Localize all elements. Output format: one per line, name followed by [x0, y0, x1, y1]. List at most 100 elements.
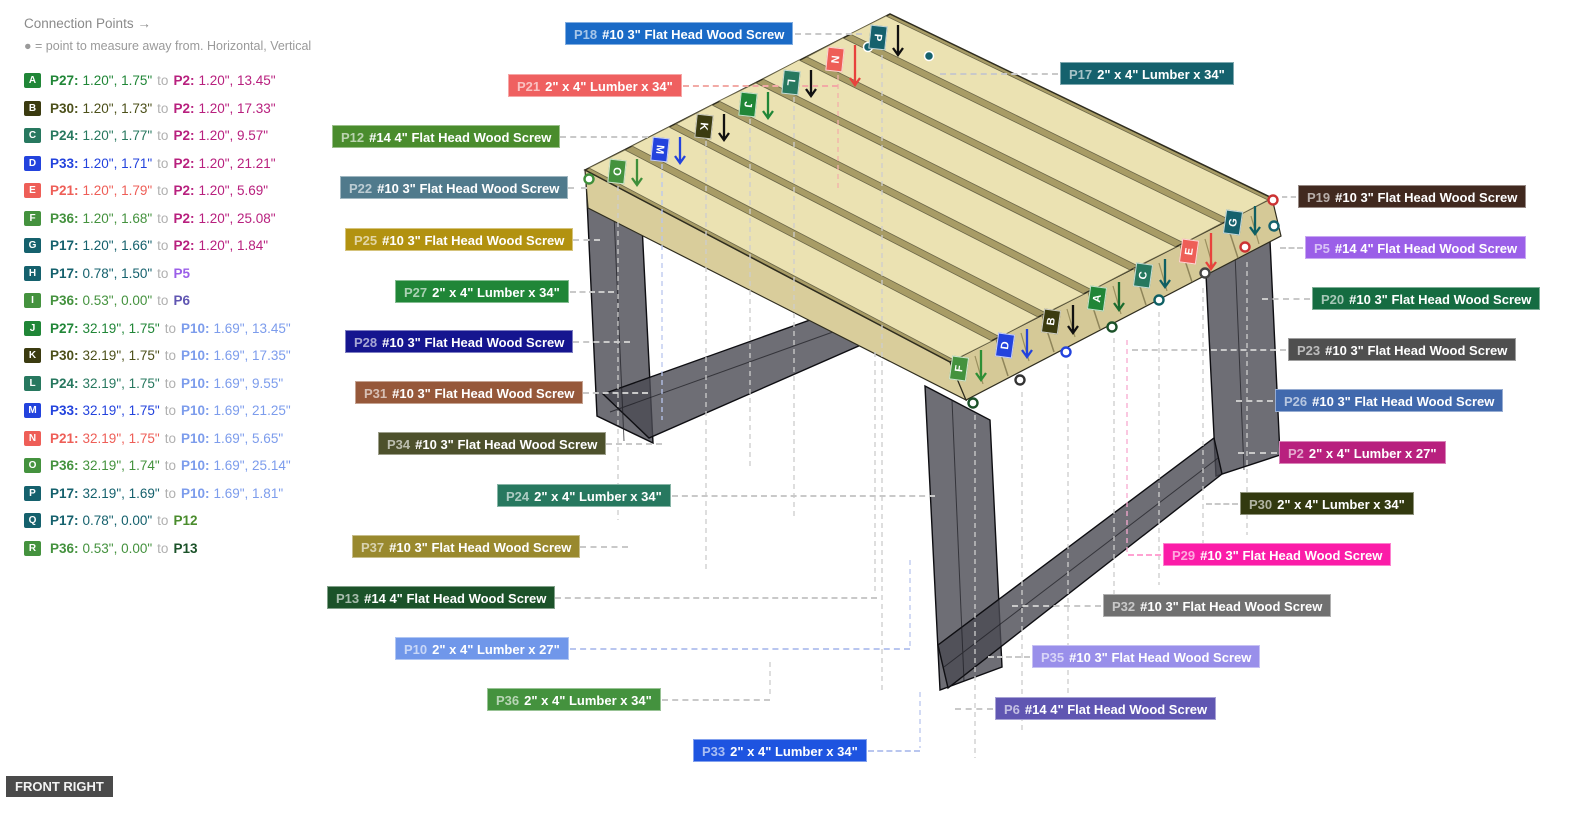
callout-part-id: P34	[387, 437, 411, 452]
callout-connector-P24	[672, 495, 935, 497]
legend-coords-a: 1.20", 1.68"	[82, 210, 153, 226]
legend-part-b: P2:	[173, 128, 195, 144]
callout-label-P34[interactable]: P34#10 3" Flat Head Wood Screw	[378, 432, 607, 455]
callout-connector-P27	[570, 291, 614, 293]
callout-label-P25[interactable]: P25#10 3" Flat Head Wood Screw	[345, 228, 574, 251]
legend-letter-badge: J	[24, 320, 41, 336]
callout-label-P18[interactable]: P18#10 3" Flat Head Wood Screw	[565, 22, 794, 45]
model-connection-badge-J: J	[738, 91, 758, 118]
measure-dot	[1239, 241, 1251, 253]
callout-label-P12[interactable]: P12#14 4" Flat Head Wood Screw	[332, 125, 561, 148]
legend-coords-a: 32.19", 1.75"	[82, 430, 160, 446]
model-connection-badge-D: D	[994, 332, 1016, 359]
callout-label-P37[interactable]: P37#10 3" Flat Head Wood Screw	[352, 535, 581, 558]
callout-label-P35[interactable]: P35#10 3" Flat Head Wood Screw	[1032, 645, 1261, 668]
legend-to-text: to	[157, 293, 169, 309]
legend-coords-b: 1.69", 1.81"	[213, 485, 284, 501]
callout-part-description: #10 3" Flat Head Wood Screw	[392, 386, 575, 401]
callout-part-description: #10 3" Flat Head Wood Screw	[602, 27, 785, 42]
callout-label-P26[interactable]: P26#10 3" Flat Head Wood Screw	[1275, 389, 1504, 412]
model-connection-badge-O: O	[607, 158, 627, 185]
legend-part-b: P10:	[180, 430, 210, 446]
callout-part-id: P32	[1112, 599, 1136, 614]
callout-connector-P32	[1012, 605, 1101, 607]
callout-label-P5[interactable]: P5#14 4" Flat Head Wood Screw	[1305, 236, 1527, 259]
model-connection-badge-E: E	[1178, 238, 1200, 265]
callout-part-id: P2	[1288, 446, 1304, 461]
board-p36	[588, 149, 993, 361]
callout-part-id: P10	[404, 642, 428, 657]
callout-label-P22[interactable]: P22 #10 3" Flat Head Wood Screw	[340, 176, 569, 199]
callout-label-P23[interactable]: P23 #10 3" Flat Head Wood Screw	[1288, 338, 1517, 361]
callout-label-P19[interactable]: P19#10 3" Flat Head Wood Screw	[1298, 185, 1527, 208]
legend-coords-b: 1.20", 21.21"	[198, 155, 276, 171]
legend-coords-b: 1.20", 17.33"	[198, 100, 276, 116]
callout-label-P20[interactable]: P20#10 3" Flat Head Wood Screw	[1312, 287, 1541, 310]
legend-letter-badge: I	[24, 293, 41, 309]
callout-part-id: P33	[702, 744, 726, 759]
legend-coords-b: 1.20", 9.57"	[198, 128, 269, 144]
callout-label-P6[interactable]: P6#14 4" Flat Head Wood Screw	[995, 697, 1217, 720]
callout-part-description: #10 3" Flat Head Wood Screw	[382, 233, 565, 248]
callout-label-P28[interactable]: P28#10 3" Flat Head Wood Screw	[345, 330, 574, 353]
callout-label-P13[interactable]: P13#14 4" Flat Head Wood Screw	[327, 586, 556, 609]
callout-connector-P25	[573, 239, 600, 241]
legend-coords-a: 1.20", 1.71"	[82, 155, 153, 171]
model-connection-badge-P: P	[868, 24, 888, 51]
board-p27	[718, 82, 1131, 291]
legend-part-a: P36:	[50, 458, 79, 474]
legend-part-b: P10:	[180, 485, 210, 501]
legend-part-a: P17:	[50, 238, 79, 254]
legend-letter-badge: G	[24, 238, 41, 254]
callout-part-id: P23	[1297, 343, 1321, 358]
callout-label-P29[interactable]: P29#10 3" Flat Head Wood Screw	[1163, 543, 1392, 566]
callout-part-id: P12	[341, 130, 365, 145]
callout-part-description: #10 3" Flat Head Wood Screw	[1325, 343, 1508, 358]
model-connection-badge-K: K	[694, 113, 714, 140]
legend-to-text: to	[164, 403, 176, 419]
callout-connector-P35	[988, 656, 1030, 658]
callout-part-id: P27	[404, 285, 428, 300]
callout-part-description: #10 3" Flat Head Wood Screw	[1312, 394, 1495, 409]
callout-part-description: #10 3" Flat Head Wood Screw	[377, 181, 560, 196]
guide-lines	[617, 55, 1248, 758]
callout-part-id: P22	[349, 181, 373, 196]
measure-dot	[967, 397, 979, 409]
legend-part-b: P2:	[173, 238, 195, 254]
legend-letter-badge: Q	[24, 513, 41, 529]
callout-label-P31[interactable]: P31#10 3" Flat Head Wood Screw	[355, 381, 584, 404]
callout-label-P32[interactable]: P32#10 3" Flat Head Wood Screw	[1103, 594, 1332, 617]
legend-coords-b: 1.69", 9.55"	[213, 375, 284, 391]
legend-coords-a: 0.78", 0.00"	[82, 513, 153, 529]
legend-coords-a: 32.19", 1.75"	[82, 403, 160, 419]
legend-to-text: to	[157, 238, 169, 254]
